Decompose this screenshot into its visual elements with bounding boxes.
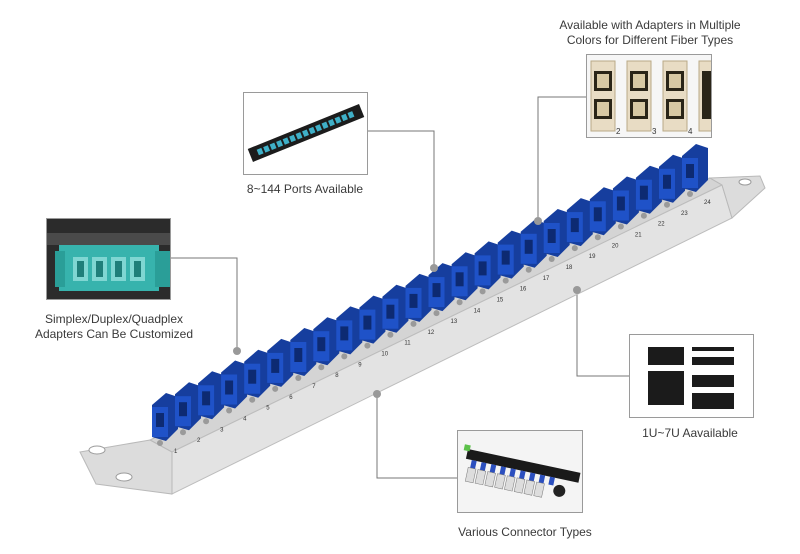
port-number-label: 15 (497, 297, 504, 303)
beige-adapter-1 (590, 60, 616, 132)
simplex-caption: Simplex/Duplex/Quadplex Adapters Can Be … (14, 312, 214, 342)
rack-units-image (648, 347, 734, 409)
leader-lines (171, 96, 629, 479)
leader-line-units (576, 290, 629, 377)
port-number-label: 6 (289, 395, 293, 401)
port-number-label: 24 (704, 200, 711, 206)
beige-adapter-4 (698, 60, 711, 132)
sc-adapter (382, 284, 409, 338)
sc-adapter (474, 241, 501, 295)
port-number-label: 4 (243, 417, 247, 423)
mount-hole-left-top (88, 445, 106, 455)
port-number-label: 18 (566, 265, 573, 271)
port-number-label: 3 (220, 427, 224, 433)
sc-adapter (336, 306, 363, 360)
callout-dot-simplex (233, 347, 241, 355)
sc-adapter (428, 263, 455, 317)
multi-color-adapters-inset: 2 3 4 (586, 54, 712, 138)
port-number-label: 13 (451, 319, 458, 325)
sc-adapter (405, 273, 432, 327)
sc-adapter (520, 219, 547, 273)
sc-adapter (612, 176, 639, 230)
sc-adapter (313, 317, 340, 371)
sc-adapter (221, 360, 248, 414)
leader-line-connectors (376, 394, 457, 479)
sc-adapter (566, 198, 593, 252)
units-caption: 1U~7U Aavailable (642, 426, 738, 440)
simplex-caption-line2: Adapters Can Be Customized (34, 327, 194, 341)
sc-adapter (451, 252, 478, 306)
port-number-label: 12 (428, 330, 435, 336)
port-number-label: 22 (658, 222, 665, 228)
ports-caption: 8~144 Ports Available (246, 182, 364, 196)
mount-hole-left-bottom (115, 472, 133, 482)
sc-adapter (244, 349, 271, 403)
sc-adapter (152, 393, 178, 446)
sc-adapter (198, 371, 225, 425)
sc-adapter (635, 165, 662, 219)
port-number-label: 10 (381, 352, 388, 358)
leader-line-multi-color (537, 96, 586, 220)
callout-dot-ports (430, 264, 438, 272)
port-number-label: 11 (404, 341, 411, 347)
ports-panel-image (247, 104, 365, 162)
ports-panel-inset (243, 92, 368, 175)
beige-adapter-3 (662, 60, 688, 132)
port-number-label: 7 (312, 384, 316, 390)
quadplex-adapter-image (47, 219, 170, 299)
port-number-label: 8 (335, 373, 339, 379)
port-number-label: 21 (635, 233, 642, 239)
port-number-label: 23 (681, 211, 688, 217)
quadplex-adapter-inset (46, 218, 171, 300)
sc-adapter (659, 154, 685, 208)
port-number-label: 2 (197, 438, 201, 444)
leader-line-simplex (171, 257, 238, 351)
sc-adapter (290, 328, 317, 381)
sc-adapter (589, 187, 616, 241)
sc-adapter (175, 382, 201, 436)
multi-color-adapters-image: 2 3 4 (590, 60, 711, 136)
beige-adapter-2 (626, 60, 652, 132)
callout-dots (233, 217, 581, 398)
port-number-label: 20 (612, 243, 619, 249)
callout-dot-multi-color (534, 217, 542, 225)
port-number-label: 14 (474, 308, 481, 314)
callout-dot-connectors (373, 390, 381, 398)
multi-color-caption-line2: Colors for Different Fiber Types (566, 33, 734, 47)
adapter-number-4: 4 (688, 127, 693, 136)
multi-color-caption-line1: Available with Adapters in Multiple (559, 18, 741, 32)
rack-units-inset (629, 334, 754, 418)
port-number-label: 16 (520, 287, 527, 293)
connectors-image (458, 431, 582, 512)
sc-adapter (543, 209, 570, 262)
sc-adapter (682, 144, 708, 197)
port-number-label: 9 (358, 362, 362, 368)
sc-adapter (497, 230, 524, 284)
adapter-number-3: 3 (652, 127, 657, 136)
multi-color-caption: Available with Adapters in Multiple Colo… (540, 18, 760, 48)
sc-adapter (267, 338, 294, 392)
simplex-caption-line1: Simplex/Duplex/Quadplex (44, 312, 184, 326)
port-number-label: 5 (266, 406, 270, 412)
connectors-inset (457, 430, 583, 513)
port-number-label: 1 (174, 449, 178, 455)
mount-hole-right (738, 178, 752, 186)
sc-adapter (359, 295, 386, 349)
port-number-label: 17 (543, 276, 550, 282)
adapter-number-2: 2 (616, 127, 621, 136)
leader-line-ports (368, 130, 435, 268)
port-number-label: 19 (589, 254, 596, 260)
callout-dot-units (573, 286, 581, 294)
connectors-caption: Various Connector Types (458, 525, 592, 539)
